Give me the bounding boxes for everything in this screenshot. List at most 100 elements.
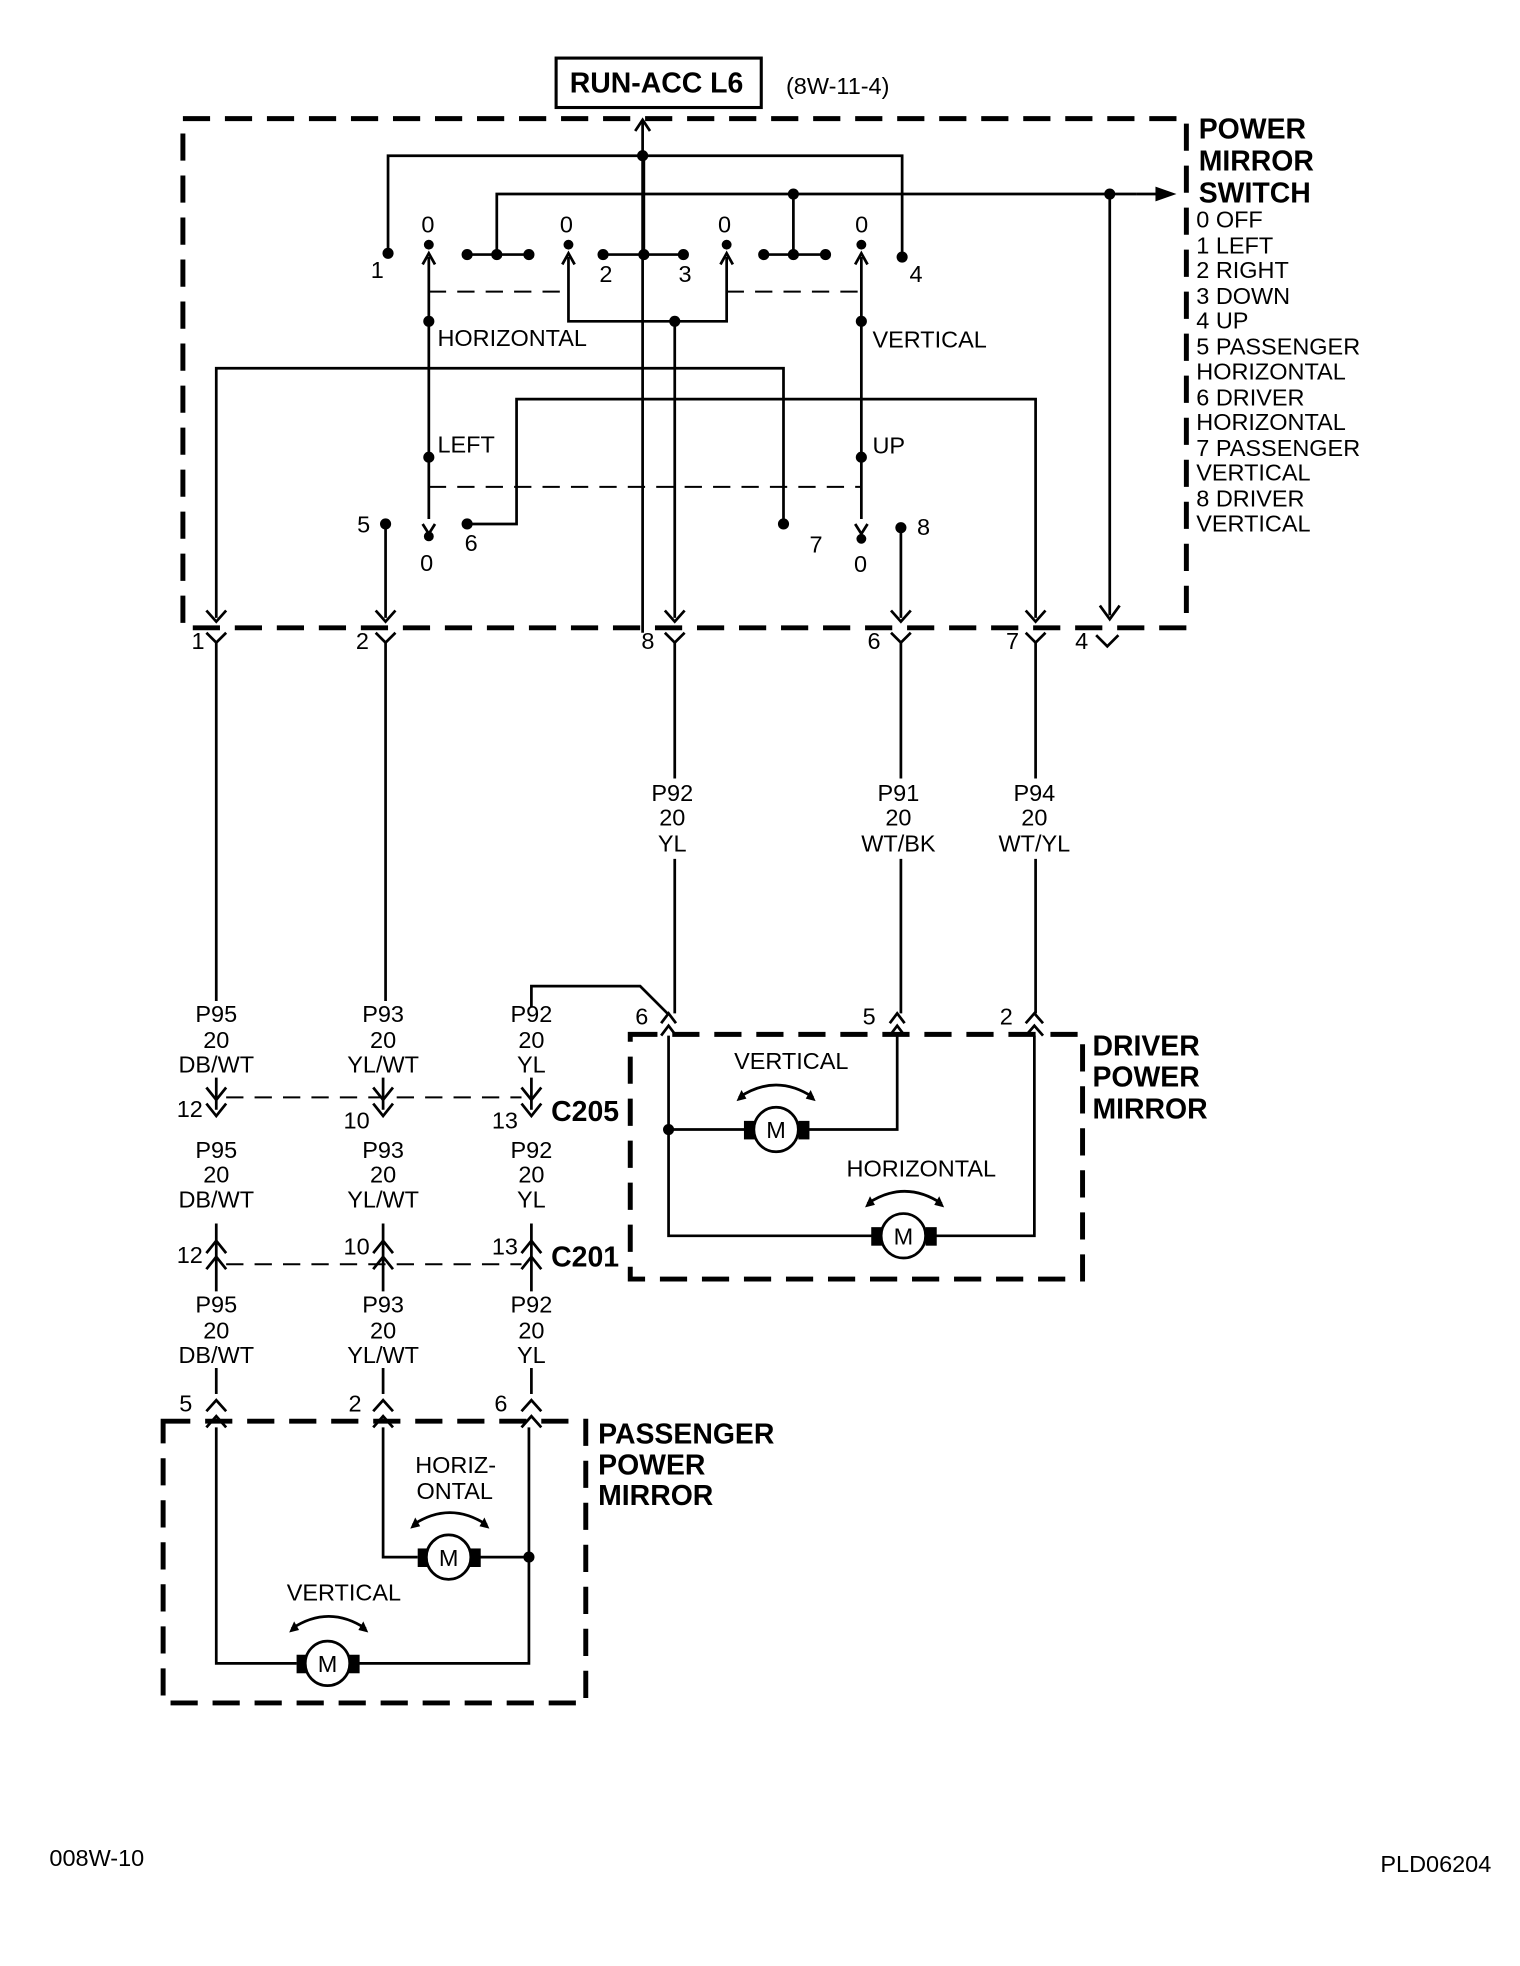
passenger-horizontal-label: ONTAL xyxy=(416,1478,493,1504)
wire-gauge: 20 xyxy=(203,1162,229,1188)
wire-circuit: P95 xyxy=(195,1001,237,1027)
passenger-power-mirror: PASSENGER POWER MIRROR 5 2 6 HORIZ- ONTA… xyxy=(160,1390,774,1706)
wire-color: YL/WT xyxy=(347,1342,419,1368)
output-pin-label: 4 xyxy=(1075,628,1088,654)
legend-item: 6 DRIVER xyxy=(1196,384,1304,410)
wire-color: YL xyxy=(517,1342,546,1368)
connector-pin-label: 13 xyxy=(492,1107,518,1133)
wire-circuit: P91 xyxy=(878,780,920,806)
wire-circuit: P92 xyxy=(651,780,693,806)
passenger-horizontal-label: HORIZ- xyxy=(415,1452,496,1478)
horizontal-label: HORIZONTAL xyxy=(437,325,587,351)
motor-brush xyxy=(296,1654,308,1674)
switch-output-connectors: 1 2 8 6 7 4 xyxy=(192,609,1120,654)
output-pin-label: 8 xyxy=(641,628,654,654)
connector-name: C205 xyxy=(551,1096,619,1128)
wire-circuit: P92 xyxy=(511,1291,553,1317)
wire-circuit: P92 xyxy=(511,1001,553,1027)
footer-left-code: 008W-10 xyxy=(49,1845,144,1871)
wire-color: YL xyxy=(658,830,687,856)
wire-gauge: 20 xyxy=(203,1027,229,1053)
connector-pin-label: 12 xyxy=(177,1242,203,1268)
wire-gauge: 20 xyxy=(518,1027,544,1053)
output-pin-label: 1 xyxy=(192,628,205,654)
wire-gauge: 20 xyxy=(1021,805,1047,831)
motor-brush xyxy=(469,1548,481,1567)
connector-c205: 12 10 13 C205 xyxy=(177,1086,619,1133)
passenger-vertical-label: VERTICAL xyxy=(287,1579,401,1605)
driver-mirror-title-line: DRIVER xyxy=(1092,1030,1199,1062)
lower-wiring: P95 20 DB/WT P93 20 YL/WT P92 20 YL P95 … xyxy=(178,1001,552,1394)
passenger-mirror-pin-label: 2 xyxy=(348,1390,361,1416)
wire-gauge: 20 xyxy=(370,1162,396,1188)
motor-brush xyxy=(743,1120,756,1140)
footer-right-code: PLD06204 xyxy=(1380,1851,1491,1877)
wire-circuit: P92 xyxy=(511,1137,553,1163)
passenger-mirror-title-line: POWER xyxy=(598,1449,705,1481)
output-pin-label: 6 xyxy=(868,628,881,654)
wire-circuit: P93 xyxy=(362,1137,404,1163)
left-label: LEFT xyxy=(437,431,494,457)
switch-title-line-3: SWITCH xyxy=(1199,178,1311,210)
zero-label: 0 xyxy=(420,550,433,576)
motor-symbol: M xyxy=(439,1545,459,1571)
driver-horizontal-label: HORIZONTAL xyxy=(847,1155,997,1181)
wire-color: YL/WT xyxy=(347,1186,419,1212)
motor-symbol: M xyxy=(894,1223,914,1249)
wire-gauge: 20 xyxy=(885,805,911,831)
legend-item: 5 PASSENGER xyxy=(1196,334,1360,360)
zero-label: 0 xyxy=(718,211,731,237)
wire-circuit: P95 xyxy=(195,1137,237,1163)
legend-item: 3 DOWN xyxy=(1196,283,1290,309)
source-reference: (8W-11-4) xyxy=(786,73,889,99)
wire-circuit: P95 xyxy=(195,1291,237,1317)
switch-pin-label: 3 xyxy=(678,261,691,287)
legend-item: 8 DRIVER xyxy=(1196,486,1304,512)
passenger-mirror-pin-label: 5 xyxy=(179,1390,192,1416)
wire-gauge: 20 xyxy=(518,1162,544,1188)
output-pin-label: 7 xyxy=(1006,628,1019,654)
wire-color: WT/YL xyxy=(999,830,1071,856)
switch-title-line-1: POWER xyxy=(1199,113,1306,145)
driver-mirror-pin-label: 5 xyxy=(863,1003,876,1029)
legend-item: 0 OFF xyxy=(1196,206,1263,232)
driver-mirror-boundary xyxy=(627,1031,1086,1282)
driver-vertical-motor xyxy=(752,1105,800,1154)
motor-brush xyxy=(417,1548,429,1567)
connector-c201: 12 10 13 C201 xyxy=(177,1223,619,1292)
motor-brush xyxy=(925,1227,937,1246)
switch-pin-label: 6 xyxy=(465,530,478,556)
driver-mirror-pin-label: 2 xyxy=(1000,1003,1013,1029)
wire-gauge: 20 xyxy=(370,1027,396,1053)
wire-color: DB/WT xyxy=(178,1186,254,1212)
driver-power-mirror: DRIVER POWER MIRROR 6 5 2 VERTICAL xyxy=(627,1003,1208,1282)
legend-item: 7 PASSENGER xyxy=(1196,435,1360,461)
motor-brush xyxy=(348,1654,360,1674)
legend-item: 2 RIGHT xyxy=(1196,257,1289,283)
vertical-label: VERTICAL xyxy=(872,326,986,352)
wire-gauge: 20 xyxy=(659,805,685,831)
legend-item: 4 UP xyxy=(1196,308,1248,334)
wire-color: DB/WT xyxy=(178,1052,254,1078)
driver-mirror-pin-label: 6 xyxy=(635,1003,648,1029)
driver-mirror-title-line: MIRROR xyxy=(1092,1093,1207,1125)
driver-horizontal-motor xyxy=(879,1212,927,1260)
switch-title-line-2: MIRROR xyxy=(1199,146,1314,178)
passenger-mirror-boundary xyxy=(160,1418,589,1706)
wire-color: YL xyxy=(517,1186,546,1212)
motor-symbol: M xyxy=(766,1117,786,1143)
wire-color: WT/BK xyxy=(861,830,936,856)
switch-pin-label: 4 xyxy=(910,261,923,287)
wire-circuit: P94 xyxy=(1013,780,1055,806)
wire-gauge: 20 xyxy=(203,1317,229,1343)
switch-pin-label: 8 xyxy=(917,514,930,540)
output-pin-label: 2 xyxy=(356,628,369,654)
passenger-mirror-pin-label: 6 xyxy=(494,1390,507,1416)
wire-gauge: 20 xyxy=(518,1317,544,1343)
passenger-vertical-motor xyxy=(303,1639,352,1687)
wire-color: DB/WT xyxy=(178,1342,254,1368)
upper-wiring: P92 20 YL P91 20 WT/BK P94 20 WT/YL xyxy=(214,642,1071,1016)
motor-brush xyxy=(871,1227,883,1246)
zero-label: 0 xyxy=(854,551,867,577)
